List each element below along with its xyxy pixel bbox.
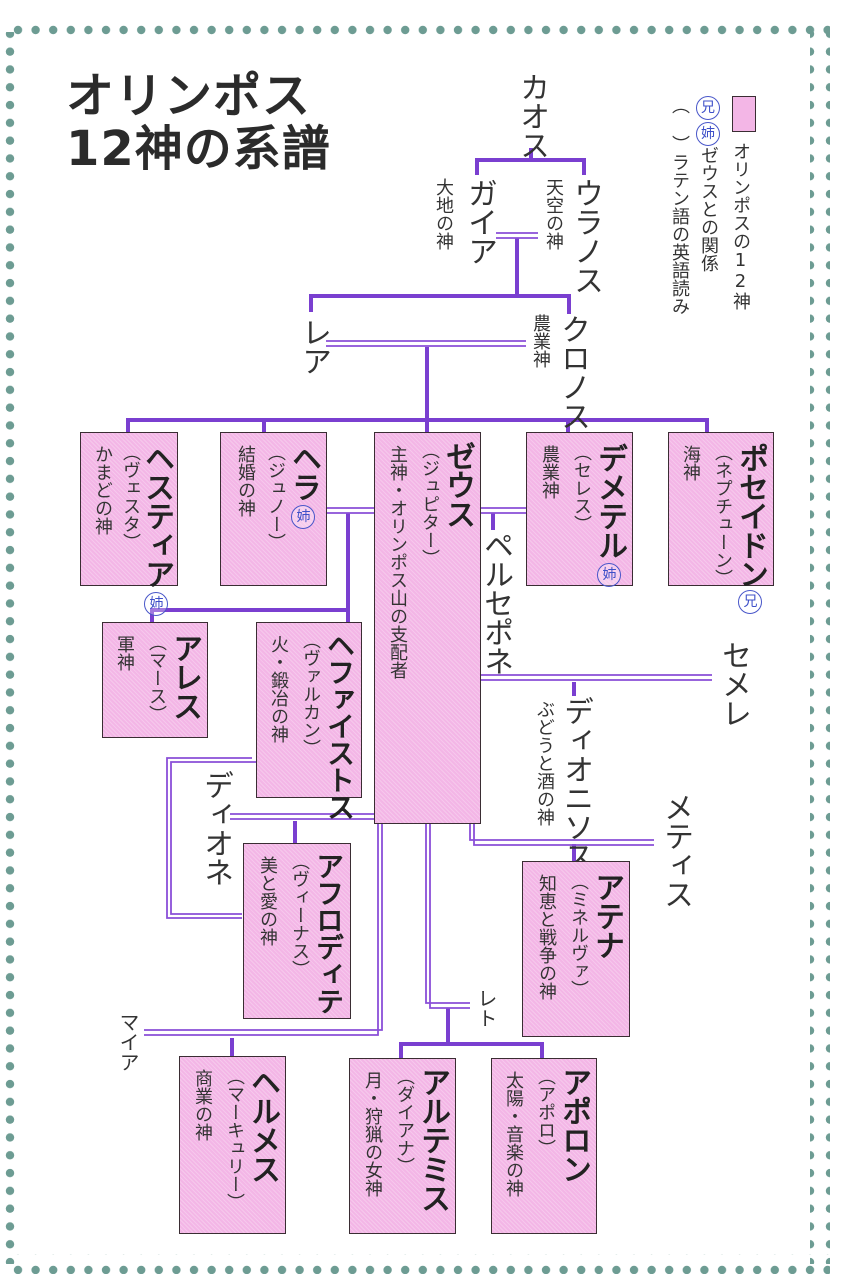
aphrodite-latin: （ヴィーナス） — [289, 852, 310, 978]
god-box-demeter[interactable]: デメテル姉 （セレス） 農業神 — [526, 432, 633, 587]
apollo-name: アポロン — [556, 1067, 591, 1183]
ares-latin: （マース） — [146, 633, 167, 723]
legend-relation-label: ゼウスとの関係 — [698, 146, 719, 272]
elder-sister-badge-icon: 姉 — [696, 122, 720, 146]
zeus-name: ゼウス — [440, 441, 475, 528]
hermes-latin: （マーキュリー） — [224, 1067, 245, 1211]
elder-sister-badge-icon: 姉 — [291, 505, 315, 529]
demeter-name: デメテル姉 — [592, 443, 627, 587]
hermes-desc: 商業の神 — [192, 1069, 213, 1141]
dione-name: ディオネ — [198, 770, 233, 886]
god-box-zeus[interactable]: ゼウス （ジュピター） 主神・オリンポス山の支配者 — [374, 432, 481, 824]
zeus-latin: （ジュピター） — [419, 441, 440, 567]
hermes-name: ヘルメス — [245, 1067, 280, 1183]
elder-sister-badge-icon: 姉 — [597, 563, 621, 587]
legend-relation: 兄姉ゼウスとの関係 — [696, 96, 720, 272]
athena-latin: （ミネルヴァ） — [568, 872, 589, 998]
cronus-name: クロノス — [555, 314, 590, 430]
hestia-name: ヘスティア姉 — [139, 443, 174, 616]
god-box-hephaestus[interactable]: ヘファイストス （ヴァルカン） 火・鍛冶の神 — [256, 622, 362, 820]
god-box-hermes[interactable]: ヘルメス （マーキュリー） 商業の神 — [179, 1056, 286, 1234]
athena-desc: 知恵と戦争の神 — [536, 874, 557, 1000]
god-box-ares[interactable]: アレス （マース） 軍神 — [102, 622, 208, 738]
cronus-desc: 農業神 — [530, 314, 551, 368]
dotted-border — [2, 22, 830, 1274]
ares-desc: 軍神 — [114, 635, 135, 671]
aphrodite-desc: 美と愛の神 — [257, 856, 278, 946]
semele-name: セメレ — [716, 640, 751, 727]
god-box-hestia[interactable]: ヘスティア姉 （ヴェスタ） かまどの神 — [80, 432, 178, 616]
god-box-artemis[interactable]: アルテミス （ダイアナ） 月・狩猟の女神 — [349, 1058, 456, 1234]
demeter-latin: （セレス） — [571, 443, 592, 533]
uranus-name: ウラノス — [568, 178, 603, 294]
god-box-apollo[interactable]: アポロン （アポロ） 太陽・音楽の神 — [491, 1058, 597, 1234]
leto-name: レト — [474, 988, 498, 1028]
rhea-name: レア — [296, 317, 331, 375]
elder-brother-badge-icon: 兄 — [696, 96, 720, 120]
hera-name: ヘラ姉 — [286, 443, 321, 529]
artemis-latin: （ダイアナ） — [394, 1067, 415, 1175]
legend-paren-symbol: （ ） — [669, 96, 690, 153]
dionysus-name: ディオニソス — [558, 696, 593, 870]
gaia-name: ガイア — [462, 178, 497, 265]
zeus-desc: 主神・オリンポス山の支配者 — [387, 445, 408, 679]
hestia-desc: かまどの神 — [92, 445, 113, 535]
elder-sister-badge-icon: 姉 — [144, 592, 168, 616]
demeter-desc: 農業神 — [539, 445, 560, 499]
poseidon-latin: （ネプチューン） — [712, 443, 733, 587]
aphrodite-name: アフロディテ — [312, 852, 345, 1014]
gaia-desc: 大地の神 — [433, 178, 454, 250]
hestia-latin: （ヴェスタ） — [120, 443, 141, 551]
apollo-desc: 太陽・音楽の神 — [503, 1071, 524, 1197]
hera-desc: 結婚の神 — [235, 445, 256, 517]
legend-paren-label: ラテン語の英語読み — [669, 153, 690, 315]
artemis-name: アルテミス — [415, 1067, 450, 1212]
persephone-name: ペルセポネ — [478, 530, 513, 675]
legend-olympian-label: オリンポスの12神 — [730, 142, 751, 310]
ares-name: アレス — [167, 633, 202, 720]
hephaestus-desc: 火・鍛冶の神 — [268, 635, 289, 743]
poseidon-desc: 海神 — [680, 445, 701, 481]
hephaestus-latin: （ヴァルカン） — [300, 631, 321, 757]
legend-paren: （ ）ラテン語の英語読み — [669, 96, 690, 315]
hephaestus-name: ヘファイストス — [323, 631, 356, 820]
chaos-name: カオス — [514, 72, 549, 159]
maia-name: マイア — [116, 1012, 140, 1072]
artemis-desc: 月・狩猟の女神 — [362, 1071, 383, 1197]
hera-latin: （ジュノー） — [265, 443, 286, 551]
dionysus-desc: ぶどうと酒の神 — [534, 700, 555, 826]
page-title-line2: 12神の系譜 — [66, 121, 331, 177]
page-title-line1: オリンポス — [66, 68, 312, 124]
athena-name: アテナ — [589, 872, 624, 959]
god-box-hera[interactable]: ヘラ姉 （ジュノー） 結婚の神 — [220, 432, 327, 586]
elder-brother-badge-icon: 兄 — [738, 590, 762, 614]
poseidon-name: ポセイドン兄 — [733, 443, 768, 614]
marriage-lines — [144, 232, 712, 1036]
legend-olympian-swatch — [732, 96, 756, 132]
god-box-athena[interactable]: アテナ （ミネルヴァ） 知恵と戦争の神 — [522, 861, 630, 1037]
metis-name: メティス — [658, 792, 693, 908]
apollo-latin: （アポロ） — [535, 1067, 556, 1157]
god-box-aphrodite[interactable]: アフロディテ （ヴィーナス） 美と愛の神 — [243, 843, 351, 1019]
uranus-desc: 天空の神 — [543, 178, 564, 250]
parent-lines — [126, 148, 709, 1060]
god-box-poseidon[interactable]: ポセイドン兄 （ネプチューン） 海神 — [668, 432, 774, 614]
